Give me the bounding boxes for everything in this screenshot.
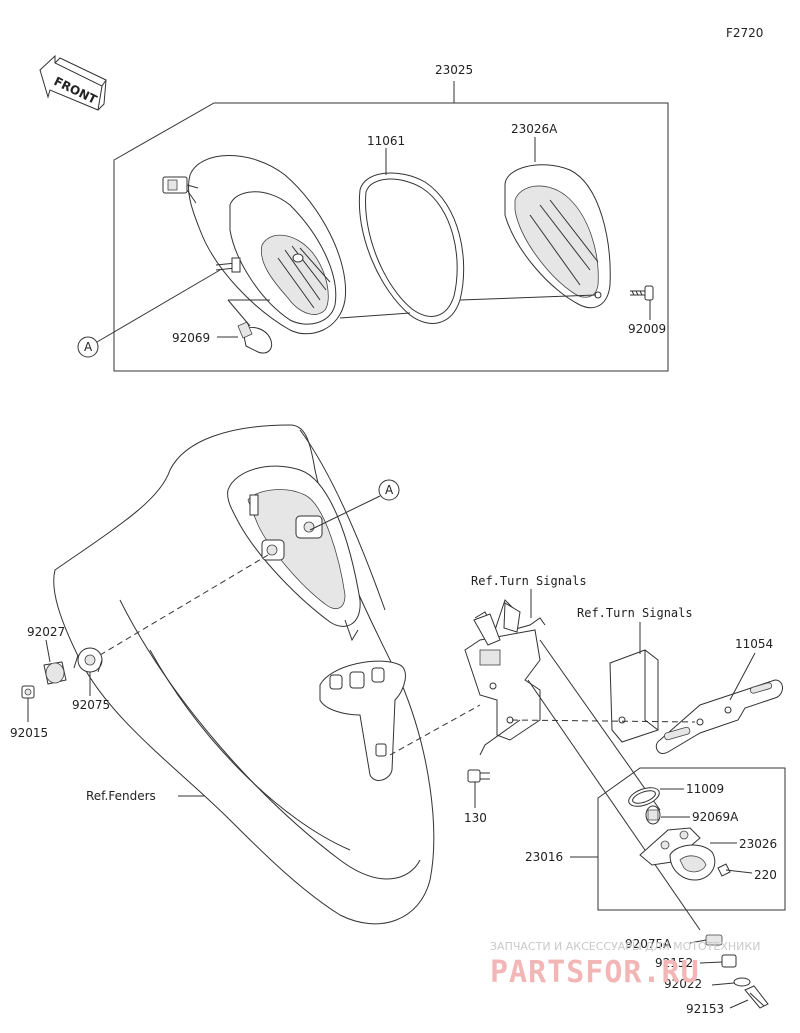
part-label-92153: 92153 [686,1002,724,1016]
part-label-11054: 11054 [735,637,773,651]
grommet-92075 [73,647,103,673]
part-label-92027: 92027 [27,625,65,639]
tail-light-housing [162,155,347,335]
screw-92009 [630,285,654,320]
bulb-92069 [227,299,273,354]
part-label-92075A: 92075A [625,937,672,951]
part-label-92022: 92022 [664,977,702,991]
svg-text:A: A [385,483,394,497]
watermark-line1: ЗАПЧАСТИ И АКСЕССУАРЫ ДЛЯ МОТОТЕХНИКИ [490,940,760,953]
part-label-92075: 92075 [72,698,110,712]
grommet-92075A [689,934,723,946]
bulb-92069A [645,805,661,825]
figure-code: F2720 [726,26,763,40]
part-label-23016: 23016 [525,850,563,864]
ref-turn-signals-label-1: Ref.Turn Signals [471,574,587,588]
ref-fenders-label: Ref.Fenders [86,789,156,803]
bracket-23016 [464,599,546,741]
part-label-92015: 92015 [10,726,48,740]
turn-signal-bracket-2 [609,649,659,743]
lens-23026 [639,827,716,881]
part-label-92069A: 92069A [692,810,739,824]
part-label-23025: 23025 [435,63,473,77]
grommet-92027 [43,661,67,685]
license-light-box [597,767,786,911]
svg-text:A: A [84,340,93,354]
part-label-23026: 23026 [739,837,777,851]
tail-light-assembly-box [113,81,669,372]
washer-92022 [711,977,751,987]
part-label-23026A: 23026A [511,122,558,136]
rear-fender [53,424,435,925]
collar-92152 [699,954,737,968]
part-label-92009: 92009 [628,322,666,336]
part-label-220: 220 [754,868,777,882]
nut-92015 [21,685,35,699]
lens-23026A [504,164,611,309]
ref-turn-signals-label-2: Ref.Turn Signals [577,606,693,620]
part-label-130: 130 [464,811,487,825]
bolt-130 [467,769,490,783]
screw-220 [717,863,753,877]
part-label-92069: 92069 [172,331,210,345]
part-label-92152: 92152 [655,956,693,970]
part-label-11061: 11061 [367,134,405,148]
o-ring-11009 [628,787,660,807]
front-arrow-icon: FRONT [39,54,107,111]
callout-a-top: A [77,269,221,358]
bolt-92153 [729,985,769,1009]
watermark-line2: PARTSFOR.RU [490,955,700,990]
bracket-11054 [655,679,783,754]
part-label-11009: 11009 [686,782,724,796]
callout-a-lower: A [309,479,400,531]
gasket-11061 [358,172,465,324]
